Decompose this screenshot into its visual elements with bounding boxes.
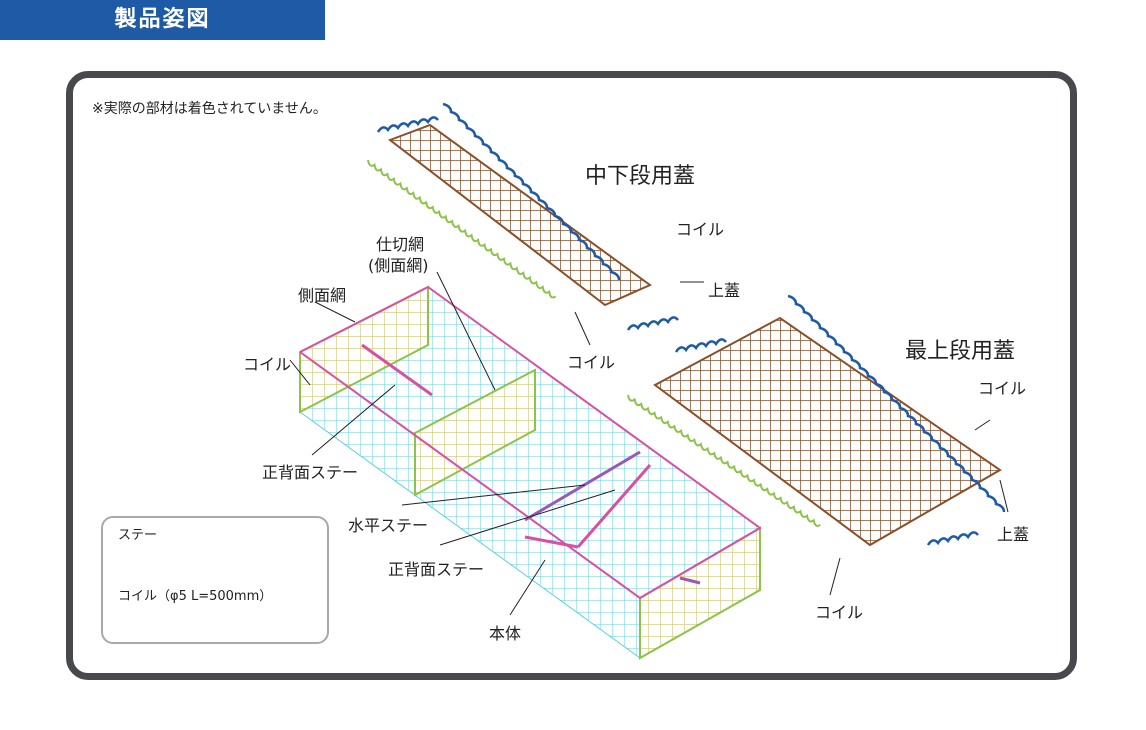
label-coil-1: コイル xyxy=(676,220,725,239)
label-partition-net: 仕切網 xyxy=(376,235,425,254)
label-front-back-stay-1: 正背面ステー xyxy=(262,463,359,482)
label-coil-2: コイル xyxy=(567,353,616,372)
label-horizontal-stay: 水平ステー xyxy=(348,516,429,535)
label-upper-lid-2: 上蓋 xyxy=(997,525,1030,544)
label-coil-4: コイル xyxy=(815,603,864,622)
blue-coils xyxy=(376,102,1006,546)
legend-stay-label: ステー xyxy=(118,528,158,543)
stays xyxy=(361,343,701,585)
leader-lines xyxy=(289,271,1009,616)
label-top-lid: 最上段用蓋 xyxy=(905,339,1016,364)
green-coils xyxy=(367,159,821,527)
top-lid xyxy=(653,316,1002,547)
label-partition-net-sub: (側面網) xyxy=(368,256,429,275)
page-title: 製品姿図 xyxy=(114,7,211,32)
label-side-net: 側面網 xyxy=(298,286,347,305)
header-band xyxy=(0,0,325,40)
legend-box xyxy=(101,516,329,644)
label-front-back-stay-2: 正背面ステー xyxy=(388,560,485,579)
label-body: 本体 xyxy=(489,624,522,643)
label-coil-3: コイル xyxy=(978,379,1027,398)
note-text: ※実際の部材は着色されていません。 xyxy=(92,101,327,117)
label-upper-lid-1: 上蓋 xyxy=(708,281,741,300)
main-body-cage xyxy=(299,285,762,660)
legend-coil-label: コイル（φ5 L=500mm） xyxy=(118,589,273,604)
mid-lower-lid xyxy=(387,123,652,307)
label-mid-lower-lid: 中下段用蓋 xyxy=(585,164,696,189)
label-coil-5: コイル xyxy=(243,355,292,374)
